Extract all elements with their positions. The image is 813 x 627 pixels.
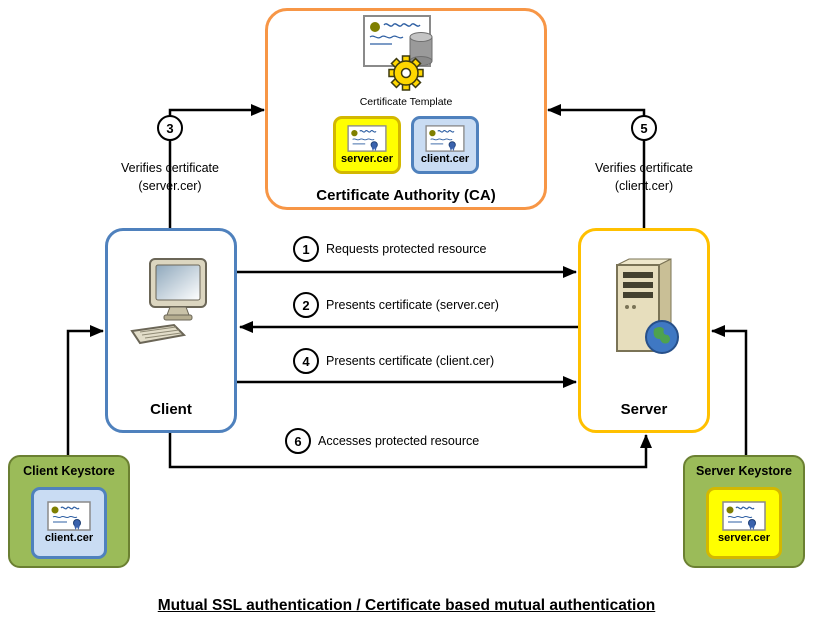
step-2-circle: 2 [293,292,319,318]
certificate-template-label: Certificate Template [359,96,453,108]
server-keystore-cert-badge: server.cer [706,487,782,559]
arrow-step-3 [168,104,265,229]
certificate-icon [425,125,465,152]
server-keystore-label: Server Keystore [696,464,792,478]
client-keystore-label: Client Keystore [23,464,115,478]
server-cer-badge: server.cer [333,116,401,174]
step-3-label: Verifies certificate (server.cer) [121,161,219,193]
step-5-circle: 5 [631,115,657,141]
certificate-authority-box: Certificate Template server.cer [265,8,547,210]
certificate-icon [347,125,387,152]
certificate-icon [722,501,766,532]
client-computer-icon [108,257,234,349]
server-tower-icon [581,257,707,357]
step-1-circle: 1 [293,236,319,262]
client-keystore-cert-badge: client.cer [31,487,107,559]
arrow-server-keystore [711,325,748,456]
server-keystore-box: Server Keystore server.cer [683,455,805,568]
client-label: Client [150,401,192,418]
ca-label: Certificate Authority (CA) [316,187,496,204]
client-keystore-box: Client Keystore client.cer [8,455,130,568]
server-keystore-cert-label: server.cer [718,532,770,545]
client-keystore-cert-label: client.cer [44,532,94,545]
ca-certificates-row: server.cer client.cer [268,116,544,174]
server-cer-label: server.cer [341,152,393,165]
arrow-step-6 [168,433,652,469]
step-2-label: Presents certificate (server.cer) [326,298,499,312]
step-1-label: Requests protected resource [326,242,487,256]
diagram-title: Mutual SSL authentication / Certificate … [157,597,656,614]
step-4-circle: 4 [293,348,319,374]
certificate-icon [47,501,91,532]
arrow-step-5 [547,104,646,229]
step-4-label: Presents certificate (client.cer) [326,354,495,368]
step-3-circle: 3 [157,115,183,141]
server-box: Server [578,228,710,433]
server-label: Server [620,401,668,418]
certificate-template-icon [358,13,454,98]
step-6-label: Accesses protected resource [318,434,480,448]
step-5-label: Verifies certificate (client.cer) [595,161,693,193]
client-cer-badge: client.cer [411,116,479,174]
client-cer-label: client.cer [420,152,470,165]
client-box: Client [105,228,237,433]
arrow-client-keystore [66,325,104,456]
step-6-circle: 6 [285,428,311,454]
